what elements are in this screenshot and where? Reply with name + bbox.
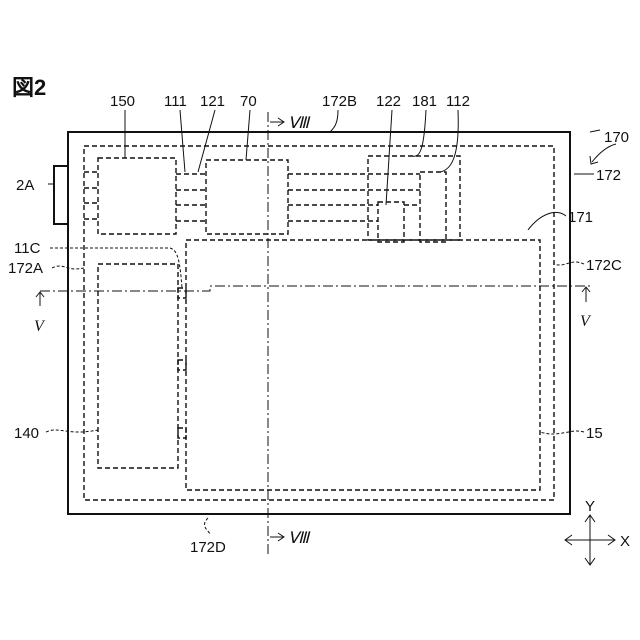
label-11C: 11C <box>14 240 41 257</box>
label-2A: 2A <box>16 177 34 194</box>
connector-2A <box>54 166 68 224</box>
svg-text:V: V <box>580 313 592 330</box>
section-line-v <box>40 286 590 291</box>
label-112: 112 <box>446 93 470 110</box>
section-marker-v-left: V <box>34 292 46 335</box>
svg-text:Ⅷ: Ⅷ <box>288 115 311 132</box>
axis-indicator: Y X <box>565 498 630 565</box>
housing-outline <box>68 132 570 514</box>
section-marker-viii-bottom: Ⅷ <box>270 530 311 547</box>
region-15 <box>186 240 540 490</box>
ref-170-arrow <box>590 144 616 164</box>
label-171: 171 <box>568 209 593 226</box>
terminal-11C <box>178 288 186 298</box>
block-112 <box>420 172 446 242</box>
axis-x-label: X <box>620 533 630 550</box>
label-70: 70 <box>240 93 257 110</box>
label-181: 181 <box>412 93 437 110</box>
frame-172 <box>84 146 554 500</box>
section-marker-v-right: V <box>580 287 592 330</box>
label-172: 172 <box>596 167 621 184</box>
axis-y-label: Y <box>585 498 595 515</box>
label-172B: 172B <box>322 93 357 110</box>
terminal-2 <box>178 360 186 370</box>
section-marker-viii-top: Ⅷ <box>270 115 311 132</box>
block-140 <box>98 264 178 468</box>
label-15: 15 <box>586 425 603 442</box>
terminal-3 <box>178 428 186 438</box>
svg-text:V: V <box>34 318 46 335</box>
label-172D: 172D <box>190 539 226 556</box>
label-140: 140 <box>14 425 39 442</box>
label-172C: 172C <box>586 257 622 274</box>
label-122: 122 <box>376 93 401 110</box>
block-150 <box>98 158 176 234</box>
block-70 <box>206 160 288 234</box>
label-111: 111 <box>164 93 187 110</box>
label-170: 170 <box>604 129 629 146</box>
svg-text:Ⅷ: Ⅷ <box>288 530 311 547</box>
wiring <box>84 172 420 221</box>
label-150: 150 <box>110 93 135 110</box>
figure-title: 図2 <box>12 75 46 100</box>
label-172A: 172A <box>8 260 43 277</box>
block-122 <box>378 202 404 242</box>
label-121: 121 <box>200 93 225 110</box>
